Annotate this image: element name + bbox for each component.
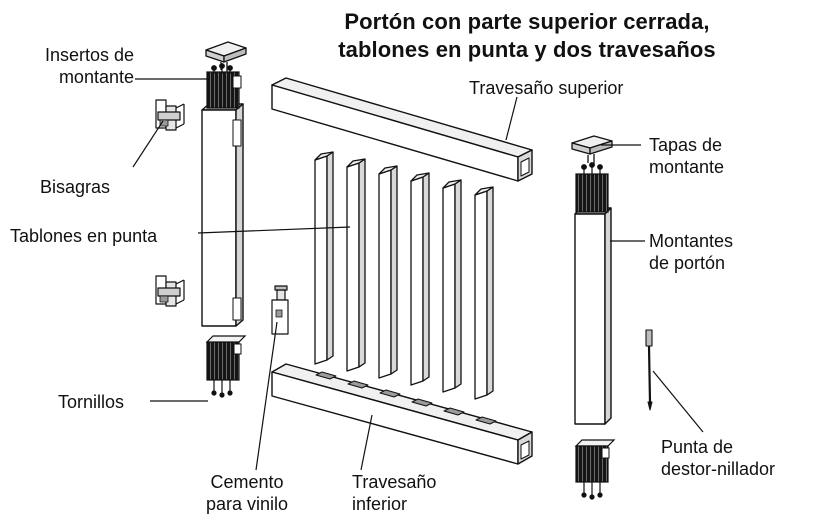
- leader-hinges: [132, 120, 164, 168]
- right-post-cap: [571, 135, 613, 165]
- picket-4: [410, 172, 430, 386]
- picket-5: [442, 179, 462, 393]
- right-gate-post: [574, 207, 612, 425]
- label-driver-bit: Punta de destor-nillador: [661, 437, 776, 479]
- title-line-1: Portón con parte superior cerrada,: [344, 9, 710, 34]
- label-bottom-rail: Travesaño inferior: [352, 472, 437, 514]
- label-gate-posts: Montantes de portón: [649, 231, 734, 273]
- top-hinge: [155, 99, 185, 131]
- label-post-inserts: Insertos de montante: [44, 45, 134, 87]
- label-pickets: Tablones en punta: [10, 226, 158, 246]
- leader-top-rail: [505, 96, 518, 141]
- leader-bottom-rail: [360, 414, 373, 471]
- label-top-rail: Travesaño superior: [469, 78, 624, 98]
- left-gate-post: [201, 103, 244, 327]
- leader-driver-bit: [652, 370, 704, 433]
- diagram-title: Portón con parte superior cerrada, tablo…: [262, 8, 792, 64]
- screwdriver-bit: [645, 329, 653, 411]
- top-rail: [271, 77, 533, 182]
- title-line-2: tablones en punta y dos travesaños: [338, 37, 716, 62]
- picket-6: [474, 186, 494, 400]
- picket-1: [314, 151, 334, 365]
- left-top-post-insert: [206, 63, 242, 109]
- bottom-hinge: [155, 275, 185, 307]
- leader-cement: [255, 321, 278, 471]
- label-screws: Tornillos: [58, 392, 125, 412]
- bottom-rail: [271, 363, 533, 465]
- leader-lines: [132, 78, 704, 471]
- left-post-cap: [205, 41, 247, 72]
- label-cement: Cemento para vinilo: [205, 472, 289, 514]
- label-post-caps: Tapas de montante: [649, 135, 725, 177]
- picket-2: [346, 158, 366, 372]
- label-hinges: Bisagras: [40, 177, 111, 197]
- picket-3: [378, 165, 398, 379]
- right-top-post-insert: [575, 162, 609, 213]
- leader-pickets: [197, 226, 351, 234]
- left-bottom-post-insert: [205, 335, 247, 398]
- right-bottom-post-insert: [574, 439, 616, 500]
- vinyl-cement-tube: [271, 285, 289, 335]
